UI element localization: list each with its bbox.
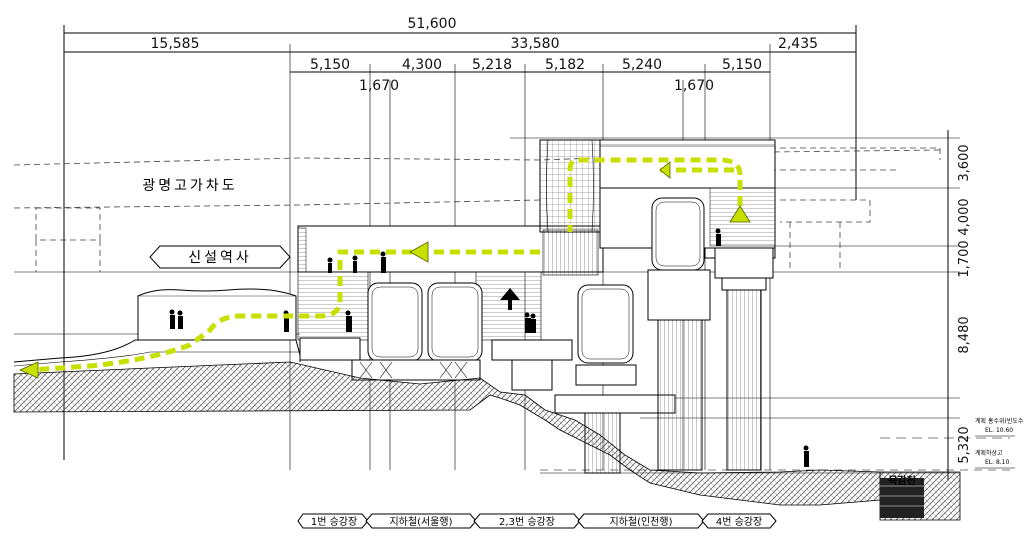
dim-pier-left: 1,670 <box>359 78 399 94</box>
dim-middle-span: 33,580 <box>511 36 560 52</box>
dim-sub-5: 5,240 <box>622 57 662 73</box>
dim-vert-3: 1,700 <box>957 240 972 277</box>
dim-sub-6: 5,150 <box>722 57 762 73</box>
people-figures <box>169 228 809 467</box>
new-station-tag: 신설역사 <box>149 245 291 269</box>
pedestrian-flow-arrows <box>29 157 743 373</box>
dim-total: 51,600 <box>408 16 457 32</box>
tag-subway-seoul: 지하철(서울행) <box>389 515 452 528</box>
tag-platform-4: 4번 승강장 <box>716 516 762 528</box>
dim-vert-4: 8,480 <box>957 316 972 353</box>
flow-arrowheads <box>19 161 751 379</box>
dim-sub-4: 5,182 <box>545 57 585 73</box>
stream-label: 목감천 <box>888 474 916 487</box>
dim-sub-3: 5,218 <box>472 57 512 73</box>
dim-vert-5: 5,320 <box>957 426 972 463</box>
tag-platform-1: 1번 승강장 <box>311 516 357 528</box>
bottom-tags: 1번 승강장 지하철(서울행) 2,3번 승강장 지하철(인천행) 4번 승강장 <box>297 513 777 529</box>
dim-sub-1: 5,150 <box>310 57 350 73</box>
water-level-1-value: EL. 10.60 <box>985 427 1013 434</box>
dim-pier-right: 1,670 <box>674 78 714 94</box>
water-level-1-title: 계획 홍수위(빈도수위) <box>975 417 1024 425</box>
piers <box>299 247 774 474</box>
water-level-notes: 계획 홍수위(빈도수위) EL. 10.60 계획하상고 EL. 8.10 <box>975 417 1024 469</box>
overpass-outline <box>13 147 941 272</box>
overpass-label: 광명고가차도 <box>142 178 237 194</box>
water-level-2-value: EL. 8.10 <box>985 459 1009 466</box>
dim-sub-2: 4,300 <box>402 57 442 73</box>
new-station-label: 신설역사 <box>188 250 252 266</box>
dim-vert-1: 3,600 <box>957 144 972 181</box>
dim-vert-2: 4,000 <box>957 198 972 235</box>
train-cars <box>367 197 705 364</box>
ground-section <box>13 361 1010 521</box>
dim-left-span: 15,585 <box>151 36 200 52</box>
left-canopy <box>13 288 301 367</box>
tag-platform-2-3: 2,3번 승강장 <box>499 516 555 528</box>
water-level-2-title: 계획하상고 <box>975 449 1003 457</box>
dim-right-span: 2,435 <box>778 36 818 52</box>
tag-subway-incheon: 지하철(인천행) <box>609 515 672 528</box>
